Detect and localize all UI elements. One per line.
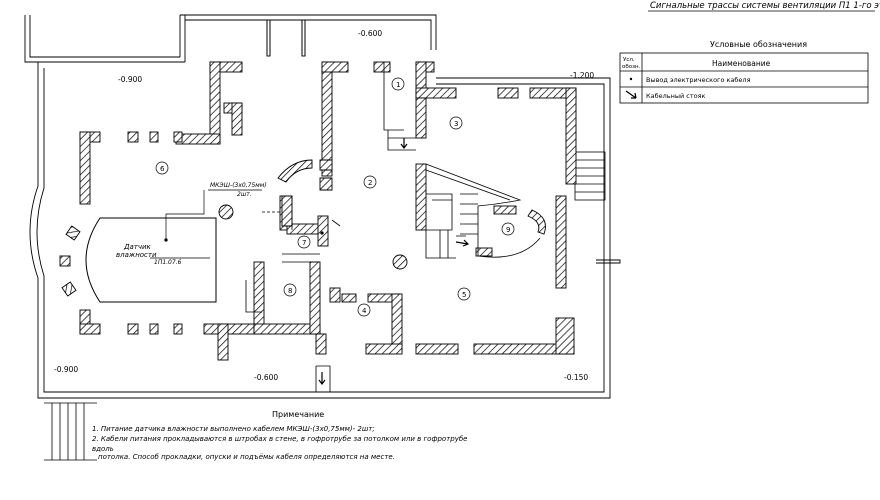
level-mark: -1.200 (570, 71, 594, 80)
room-number: 5 (462, 291, 466, 299)
riser-arrow-icon (318, 372, 326, 385)
legend-row-1-name: Вывод электрического кабеля (646, 76, 751, 84)
level-mark: -0.600 (358, 29, 382, 38)
room-number: 9 (506, 226, 510, 234)
bay-room-outline (85, 217, 217, 303)
room-number: 3 (454, 120, 458, 128)
room-number: 6 (160, 165, 165, 173)
level-mark: -0.900 (54, 365, 78, 374)
interior-lines (245, 62, 541, 313)
sensor-label: Датчик (123, 243, 152, 251)
legend: Условные обозначения Усл. обозн. Наимено… (619, 40, 869, 104)
side-steps (574, 151, 606, 201)
cable-count-label: 2шт. (237, 191, 252, 198)
sensor-code: 1П1.07.6 (154, 259, 182, 266)
column-left (218, 204, 234, 220)
level-mark: -0.600 (254, 373, 278, 382)
legend-row-2-name: Кабельный стояк (646, 92, 706, 100)
note-line: 2. Кабели питания прокладываются в штроб… (92, 435, 467, 443)
riser-arrow-icon (400, 138, 408, 149)
room-number: 2 (368, 179, 372, 187)
walls (59, 61, 577, 361)
riser-arrow-icon (625, 90, 637, 99)
legend-col-symbol-2: обозн. (622, 64, 641, 70)
room-numbers: 1 2 3 4 5 6 7 8 9 (155, 77, 515, 317)
dot-symbol-icon (629, 77, 633, 81)
level-mark: -0.150 (564, 373, 588, 382)
sensor-label: влажности (116, 251, 157, 259)
legend-col-name: Наименование (712, 59, 771, 68)
entrance-steps (44, 402, 97, 461)
cable-route (150, 189, 324, 259)
room-number: 8 (288, 287, 292, 295)
legend-heading: Условные обозначения (710, 40, 807, 49)
riser-arrow-icon (455, 239, 470, 247)
note-line: потолка. Способ прокладки, опуски и подъ… (98, 453, 395, 461)
drawing-title: Сигнальные трассы системы вентиляции П1 … (650, 1, 880, 11)
site-boundary (24, 14, 621, 399)
room-number: 1 (396, 81, 400, 89)
note-line: вдоль (92, 445, 114, 453)
note-line: 1. Питание датчика влажности выполнено к… (92, 425, 375, 433)
column-right (392, 254, 408, 270)
notes-heading: Примечание (272, 410, 324, 419)
room-number: 7 (302, 239, 306, 247)
legend-col-symbol-1: Усл. (623, 57, 635, 63)
level-mark: -0.900 (118, 75, 142, 84)
room-number: 4 (362, 307, 367, 315)
cable-label: МКЭШ-(3х0,75мм) (210, 182, 267, 189)
notes: Примечание 1. Питание датчика влажности … (92, 410, 467, 461)
level-marks: -0.600 -0.900 -1.200 -0.900 -0.600 -0.15… (54, 29, 594, 382)
